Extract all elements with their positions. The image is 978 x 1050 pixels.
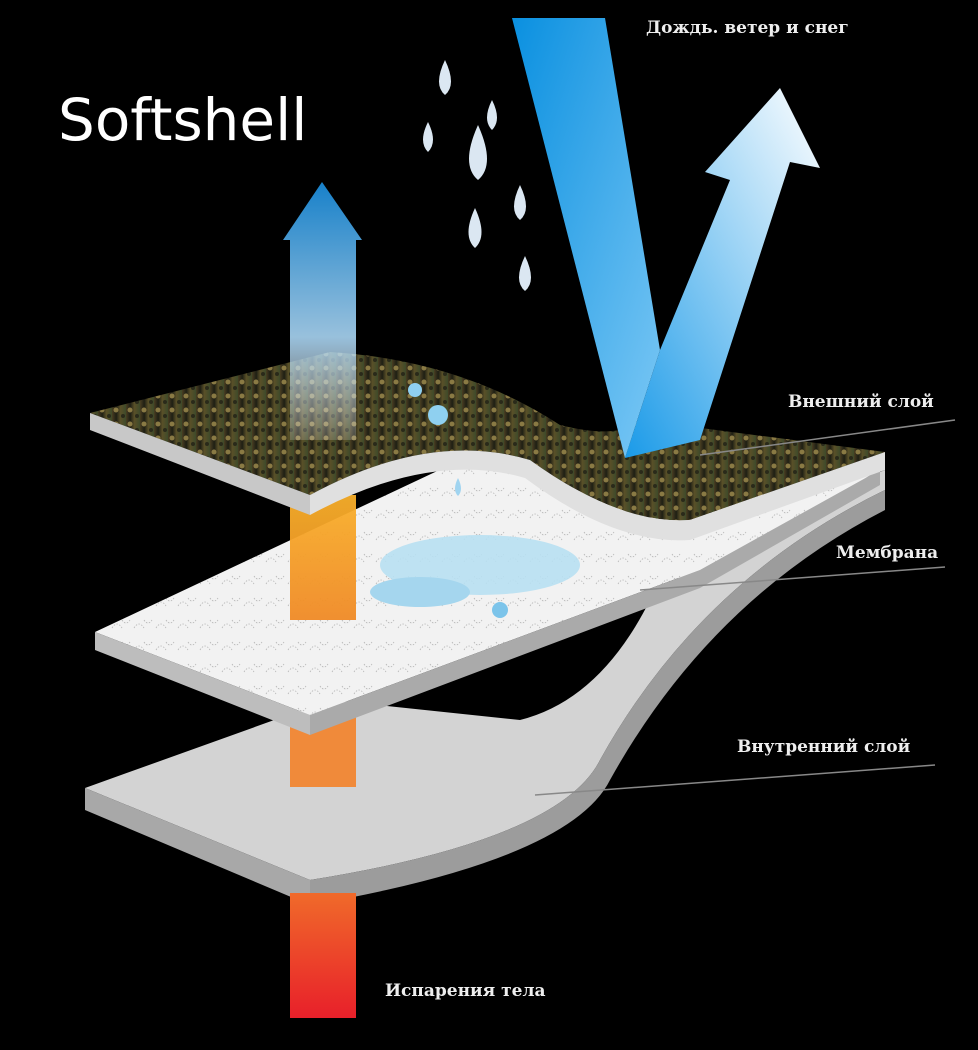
outer-layer — [90, 352, 885, 541]
vapor-bar-upper — [290, 495, 356, 620]
leader-outer — [699, 419, 956, 456]
vapor-bar-bottom — [290, 893, 356, 1018]
reflect-arrow — [625, 88, 820, 458]
water-drop-small — [492, 602, 508, 618]
leader-membrane — [639, 566, 946, 591]
rain-arrow — [512, 18, 660, 458]
inner-layer — [85, 470, 885, 905]
vapor-up-arrow — [283, 182, 362, 440]
label-membrane: Мембрана — [836, 543, 939, 563]
leader-inner — [534, 764, 936, 796]
label-outer-layer: Внешний слой — [788, 392, 934, 412]
label-weather: Дождь. ветер и снег — [646, 18, 849, 38]
diagram-title: Softshell — [58, 86, 308, 154]
label-body-vapor: Испарения тела — [385, 981, 546, 1001]
rain-drops — [423, 60, 531, 496]
label-inner-layer: Внутренний слой — [737, 737, 911, 757]
